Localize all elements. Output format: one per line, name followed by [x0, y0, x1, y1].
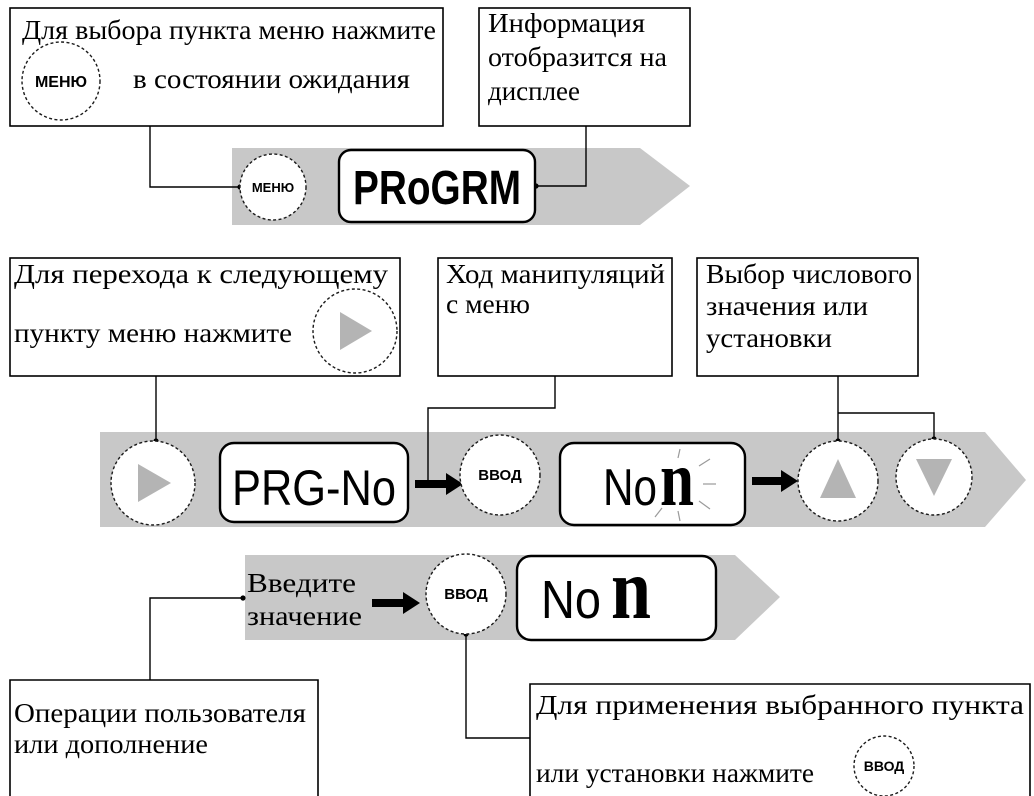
display-entered-value [515, 554, 718, 642]
info-line-3: дисплее [488, 76, 580, 106]
blink-ray [698, 458, 711, 467]
info-box-frame [478, 7, 691, 127]
user-line-2: или дополнение [14, 729, 208, 759]
down-arrow-icon [916, 459, 952, 496]
connector-dot [240, 595, 246, 601]
info-display-box: Информация отобразится на дисплее [478, 7, 691, 127]
next-line-2: пункту меню нажмите [14, 318, 292, 348]
info-line-2: отобразится на [488, 42, 667, 72]
apply-selection-box: Для применения выбранного пункта или уст… [529, 683, 1031, 796]
apply-enter-button[interactable]: ВВОД [853, 735, 915, 796]
blink-ray [698, 500, 711, 510]
user-line-1: Операции пользователя [14, 698, 306, 728]
menu-button-label: МЕНЮ [35, 74, 87, 91]
band-next-button[interactable] [110, 440, 196, 526]
value-line-2: значения или [706, 291, 868, 321]
connector-line [149, 597, 243, 680]
user-box-frame [9, 679, 319, 796]
arrow-right-icon [415, 473, 463, 495]
display-program [337, 148, 537, 224]
enter-button-label: ВВОД [444, 586, 488, 603]
up-arrow-icon [820, 459, 856, 498]
select-menu-hint-box: Для выбора пункта меню нажмите МЕНЮ в со… [9, 7, 444, 127]
display-value-prefix: No [603, 459, 657, 517]
progress-box-frame [437, 257, 673, 377]
apply-enter-button-circle[interactable] [853, 735, 915, 796]
enter-label-line-1: Введите [247, 568, 356, 598]
display-value [558, 441, 747, 527]
next-button[interactable] [312, 288, 398, 374]
blink-ray [677, 510, 681, 522]
enter-label-line-2: значение [247, 601, 362, 631]
display-program-text: PRoGRM [353, 162, 521, 215]
hint-line-1: Для выбора пункта меню нажмите [22, 15, 436, 45]
band-menu-content: МЕНЮ PRoGRM [239, 148, 537, 224]
blink-indicator [654, 448, 716, 522]
connector-line [838, 412, 935, 439]
display-entered-prefix: No [541, 570, 601, 630]
display-program-number [218, 441, 410, 524]
menu-button-circle[interactable] [21, 41, 101, 121]
hint-line-2: в состоянии ожидания [133, 64, 410, 94]
display-entered-char: n [611, 542, 651, 638]
progress-line-1: Ход манипуляций [446, 259, 665, 289]
connector-line [465, 634, 530, 739]
menu-button[interactable]: МЕНЮ [21, 41, 101, 121]
connector-line [149, 126, 240, 188]
enter-button[interactable]: ВВОД [425, 553, 507, 635]
apply-line-1: Для применения выбранного пункта [536, 690, 1024, 720]
display-value-blinking-char: n [660, 436, 694, 522]
apply-line-2: или установки нажмите [536, 758, 814, 788]
progress-line-2: с меню [446, 289, 530, 319]
next-line-1: Для перехода к следующему [14, 259, 389, 289]
apply-enter-button-label: ВВОД [864, 758, 905, 774]
enter-button-circle[interactable] [425, 553, 507, 635]
band-enter-button-label: ВВОД [478, 467, 522, 484]
menu-progress-box: Ход манипуляций с меню [437, 257, 673, 377]
value-box-frame [696, 257, 919, 377]
down-button[interactable] [895, 438, 973, 516]
band-navigate-content: PRG-No ВВОД No n [110, 434, 973, 527]
band-menu-button[interactable]: МЕНЮ [239, 153, 307, 221]
band-enter-button-circle[interactable] [459, 434, 541, 516]
blink-ray [654, 507, 663, 518]
value-line-1: Выбор числового [706, 259, 912, 289]
arrow-right-icon [752, 470, 798, 492]
band-menu-button-circle[interactable] [239, 153, 307, 221]
connector-line [536, 126, 587, 187]
next-item-hint-box: Для перехода к следующему пункту меню на… [9, 257, 401, 377]
user-operations-box: Операции пользователя или дополнение [9, 679, 319, 796]
band-menu-button-label: МЕНЮ [252, 180, 294, 195]
display-program-number-text: PRG-No [232, 460, 396, 516]
up-button[interactable] [797, 440, 879, 522]
value-line-3: установки [706, 323, 832, 353]
band-enter-button[interactable]: ВВОД [459, 434, 541, 516]
value-select-box: Выбор числового значения или установки [696, 257, 919, 377]
band-enter-content: Введите значение ВВОД No n [247, 542, 718, 642]
blink-ray [677, 448, 681, 459]
arrow-right-icon [372, 592, 420, 614]
play-icon [138, 464, 171, 502]
connector-line [427, 376, 556, 481]
play-icon [340, 312, 372, 350]
info-line-1: Информация [488, 8, 645, 38]
